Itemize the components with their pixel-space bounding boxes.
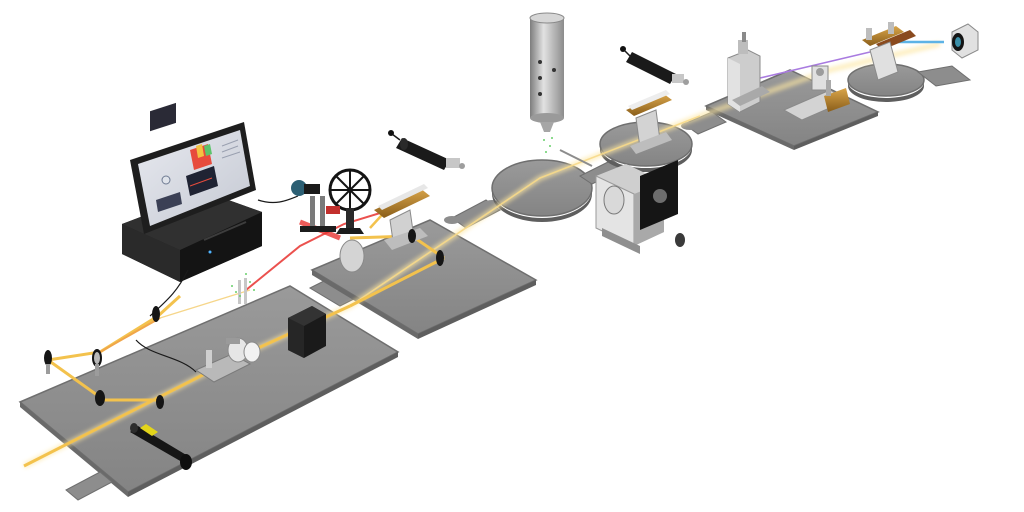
diffraction-grating — [626, 90, 672, 154]
fiber-coupler — [291, 180, 340, 232]
gas-valve-left — [388, 130, 465, 170]
optical-table-middle — [310, 219, 538, 339]
cylindrical-chamber — [529, 12, 565, 153]
vacuum-chamber-plate — [444, 159, 625, 229]
laser-beam-violet — [759, 40, 944, 79]
mirror-mounts — [44, 306, 164, 409]
laser-head — [130, 423, 192, 470]
target-mount — [559, 149, 685, 254]
camera-plate — [847, 63, 972, 102]
photodiode — [288, 306, 326, 358]
computer-monitor — [130, 102, 256, 234]
translation-stage — [782, 65, 850, 121]
optical-chopper — [328, 168, 372, 234]
beam-splitter-assembly — [194, 337, 261, 383]
gas-valve-right — [620, 46, 689, 85]
gas-nozzle-left — [231, 273, 255, 304]
spectrometer-head — [727, 32, 770, 113]
delay-stage — [339, 184, 444, 273]
focusing-optic — [862, 22, 916, 81]
camera — [951, 23, 979, 59]
